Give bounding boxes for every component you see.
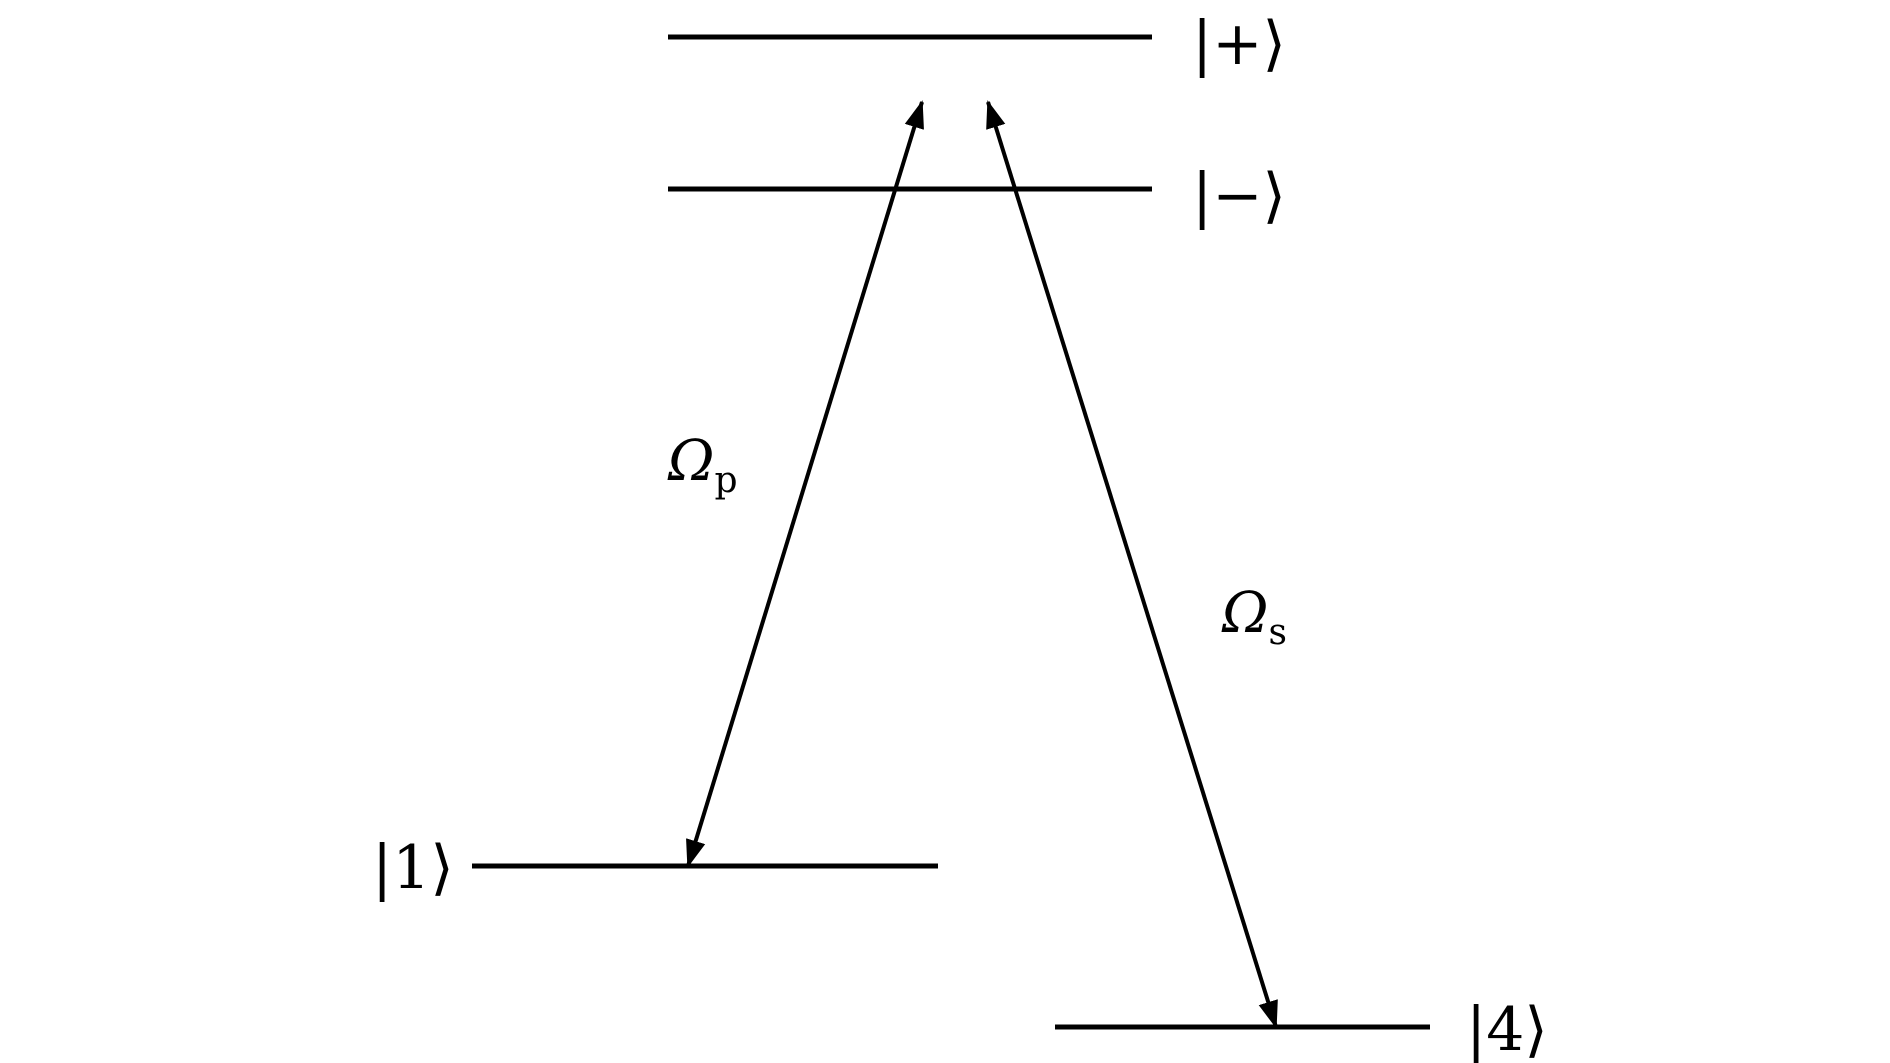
- label-plus: |+⟩: [1192, 9, 1286, 79]
- omega-s-subscript: s: [1268, 612, 1286, 653]
- label-one: |1⟩: [372, 833, 454, 903]
- pump-transition-arrow: [686, 100, 924, 868]
- omega-p-subscript: p: [714, 460, 737, 501]
- label-minus: |−⟩: [1192, 161, 1286, 231]
- label-omega-p: Ωp: [667, 429, 737, 501]
- omega-s-symbol: Ω: [1221, 581, 1268, 646]
- stokes-transition-arrow: [986, 100, 1278, 1029]
- label-omega-s: Ωs: [1221, 581, 1287, 653]
- omega-p-symbol: Ω: [667, 429, 714, 494]
- label-four: |4⟩: [1466, 995, 1548, 1063]
